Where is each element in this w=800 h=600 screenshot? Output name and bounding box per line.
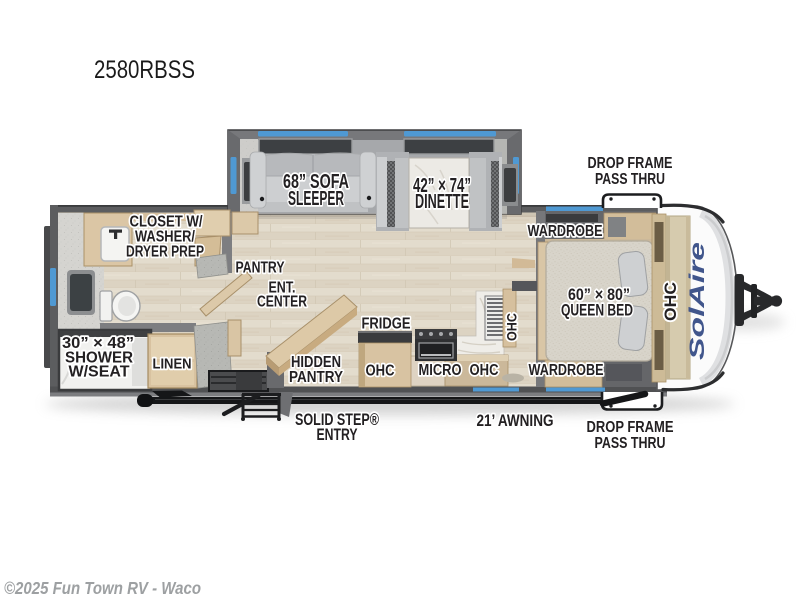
svg-text:©2025 Fun Town RV - Waco: ©2025 Fun Town RV - Waco (4, 578, 201, 598)
svg-text:HIDDEN: HIDDEN (291, 354, 341, 371)
svg-text:CLOSET W/: CLOSET W/ (130, 214, 203, 231)
svg-text:MICRO: MICRO (419, 362, 462, 379)
svg-text:DROP FRAME: DROP FRAME (588, 155, 673, 172)
svg-text:SLEEPER: SLEEPER (288, 188, 344, 210)
svg-text:PASS THRU: PASS THRU (595, 435, 666, 452)
svg-text:PANTRY: PANTRY (236, 260, 285, 277)
svg-text:OHC: OHC (366, 363, 395, 380)
svg-text:FRIDGE: FRIDGE (362, 316, 411, 333)
svg-text:W/SEAT: W/SEAT (69, 364, 130, 381)
svg-text:PANTRY: PANTRY (289, 369, 343, 386)
svg-text:SHOWER: SHOWER (65, 350, 133, 367)
svg-text:DINETTE: DINETTE (415, 191, 469, 213)
svg-text:LINEN: LINEN (153, 356, 192, 373)
svg-text:2580RBSS: 2580RBSS (94, 56, 195, 84)
svg-text:30” × 48”: 30” × 48” (62, 335, 134, 352)
svg-text:QUEEN BED: QUEEN BED (561, 301, 633, 320)
svg-text:OHC: OHC (504, 313, 520, 341)
svg-text:WARDROBE: WARDROBE (529, 362, 604, 379)
svg-text:SolAire: SolAire (686, 242, 709, 360)
svg-text:ENT.: ENT. (269, 280, 296, 297)
svg-text:OHC: OHC (661, 282, 680, 321)
svg-text:ENTRY: ENTRY (317, 425, 358, 444)
svg-text:68” SOFA: 68” SOFA (283, 171, 349, 193)
svg-text:60” × 80”: 60” × 80” (568, 285, 630, 304)
svg-text:OHC: OHC (470, 362, 499, 379)
svg-text:PASS THRU: PASS THRU (595, 171, 665, 188)
svg-text:21’ AWNING: 21’ AWNING (477, 411, 554, 430)
svg-text:CENTER: CENTER (257, 294, 307, 311)
svg-text:WASHER/: WASHER/ (135, 229, 195, 246)
svg-text:DRYER PREP: DRYER PREP (126, 244, 204, 261)
svg-text:SOLID STEP®: SOLID STEP® (295, 410, 379, 429)
svg-text:WARDROBE: WARDROBE (528, 223, 603, 240)
svg-text:42” × 74”: 42” × 74” (413, 175, 471, 197)
svg-text:DROP FRAME: DROP FRAME (587, 419, 674, 436)
